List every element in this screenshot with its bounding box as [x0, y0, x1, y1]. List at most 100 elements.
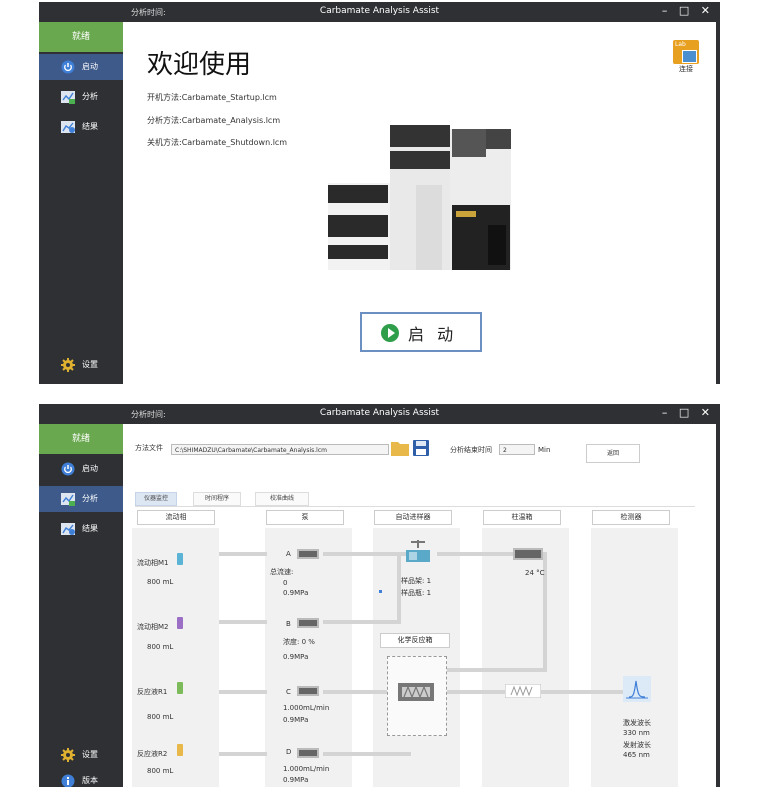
page-title: 欢迎使用	[147, 50, 252, 80]
startup-method: 开机方法:Carbamate_Startup.lcm	[147, 93, 277, 102]
start-button[interactable]: 启 动	[360, 312, 482, 352]
startup-window: 分析时间: Carbamate Analysis Assist – □ ✕ 就绪…	[39, 2, 720, 384]
sidebar-item-label: 启动	[82, 62, 98, 71]
pump-id: A	[286, 550, 291, 558]
column-header-column-oven: 柱温箱	[483, 510, 561, 525]
sidebar-item-settings[interactable]: 设置	[39, 742, 123, 768]
sidebar-item-results[interactable]: 结果	[39, 516, 123, 542]
pipe	[437, 552, 517, 556]
sidebar-item-results[interactable]: 结果	[39, 114, 123, 140]
analysis-time-label: 分析时间:	[131, 8, 166, 17]
tab-monitor[interactable]: 仪器监控	[135, 492, 177, 506]
gear-icon	[61, 358, 75, 372]
mobile-phase-volume: 800 mL	[147, 643, 174, 651]
sidebar-item-label: 设置	[82, 360, 98, 369]
pump-panel	[265, 528, 352, 787]
connect-button[interactable]: Lab 连接	[666, 40, 706, 74]
window-controls[interactable]: – □ ✕	[661, 406, 714, 419]
sidebar-item-analysis[interactable]: 分析	[39, 486, 123, 512]
power-icon	[61, 462, 75, 476]
sidebar-item-label: 结果	[82, 524, 98, 533]
sidebar-item-start[interactable]: 启动	[39, 54, 123, 80]
sample-rack: 样品架: 1	[401, 577, 432, 585]
sidebar-item-analysis[interactable]: 分析	[39, 84, 123, 110]
pump-info: 0	[283, 579, 288, 587]
chart-icon	[61, 91, 75, 104]
lab-badge: Lab	[675, 41, 686, 48]
reactor-label: 化学反应箱	[380, 633, 450, 648]
pump-info: 0.9MPa	[283, 653, 309, 661]
analysis-time-label: 分析时间:	[131, 410, 166, 419]
autosampler-icon	[406, 540, 430, 562]
return-button[interactable]: 返回	[586, 444, 640, 463]
method-file-input[interactable]: C:\SHIMADZU\Carbamate\Carbamate_Analysis…	[171, 444, 389, 455]
pump-icon	[297, 618, 319, 628]
chart-icon	[61, 493, 75, 506]
pump-icon	[297, 686, 319, 696]
excitation-label: 激发波长	[623, 719, 651, 727]
pump-info: 浓度: 0 %	[283, 638, 315, 646]
window-title: Carbamate Analysis Assist	[319, 6, 440, 16]
pipe	[397, 552, 401, 624]
pump-id: D	[286, 748, 292, 756]
sidebar-item-label: 启动	[82, 464, 98, 473]
start-panel: 欢迎使用 开机方法:Carbamate_Startup.lcm 分析方法:Car…	[123, 22, 716, 384]
title-bar: 分析时间: Carbamate Analysis Assist – □ ✕	[39, 404, 720, 424]
connect-label: 连接	[679, 65, 693, 73]
window-controls[interactable]: – □ ✕	[661, 4, 714, 17]
analysis-method: 分析方法:Carbamate_Analysis.lcm	[147, 116, 281, 125]
pipe	[323, 552, 415, 556]
status-dot	[379, 590, 382, 593]
pump-info: 0.9MPa	[283, 589, 309, 597]
pump-info: 0.9MPa	[283, 716, 309, 724]
sidebar-item-version[interactable]: 版本	[39, 768, 123, 787]
folder-icon[interactable]	[391, 440, 409, 456]
column-icon	[513, 548, 543, 560]
pipe	[219, 552, 267, 556]
pipe	[219, 690, 267, 694]
emission-value: 465 nm	[623, 751, 650, 759]
sample-vial: 样品瓶: 1	[401, 589, 432, 597]
column-header-mobile-phase: 流动相	[137, 510, 215, 525]
emission-label: 发射波长	[623, 741, 651, 749]
column-header-detector: 检测器	[592, 510, 670, 525]
oven-temperature: 24 °C	[525, 569, 545, 577]
mobile-phase-name: 流动相M2	[137, 623, 169, 631]
bottle-icon	[177, 617, 183, 629]
save-icon[interactable]	[413, 440, 429, 456]
power-icon	[61, 60, 75, 74]
shutdown-method: 关机方法:Carbamate_Shutdown.lcm	[147, 138, 288, 147]
sidebar-item-label: 分析	[82, 494, 98, 503]
return-button-label: 返回	[606, 450, 619, 457]
tab-time-program[interactable]: 时间程序	[193, 492, 241, 506]
mobile-phase-volume: 800 mL	[147, 767, 174, 775]
pump-icon	[297, 549, 319, 559]
pipe	[323, 620, 401, 624]
end-time-input[interactable]: 2	[499, 444, 535, 455]
pump-info: 1.000mL/min	[283, 704, 330, 712]
mobile-phase-name: 流动相M1	[137, 559, 169, 567]
tab-calibration[interactable]: 校准曲线	[255, 492, 309, 506]
mobile-phase-name: 反应液R2	[137, 750, 168, 758]
status-badge: 就绪	[39, 22, 123, 52]
start-button-label: 启 动	[408, 325, 458, 344]
sidebar-item-label: 分析	[82, 92, 98, 101]
title-bar: 分析时间: Carbamate Analysis Assist – □ ✕	[39, 2, 720, 22]
mobile-phase-volume: 800 mL	[147, 713, 174, 721]
end-time-unit: Min	[538, 446, 551, 454]
result-icon	[61, 523, 75, 535]
column-oven-panel	[482, 528, 569, 787]
pump-info: 0.9MPa	[283, 776, 309, 784]
play-icon	[381, 324, 399, 342]
bottle-icon	[177, 682, 183, 694]
result-icon	[61, 121, 75, 133]
pipe	[219, 620, 267, 624]
mobile-phase-name: 反应液R1	[137, 688, 168, 696]
sidebar-item-settings[interactable]: 设置	[39, 352, 123, 378]
pipe	[543, 552, 547, 672]
sidebar-item-start[interactable]: 启动	[39, 456, 123, 482]
reactor-box	[387, 656, 447, 736]
status-badge: 就绪	[39, 424, 123, 454]
window-title: Carbamate Analysis Assist	[319, 408, 440, 418]
post-column-coil-icon	[505, 684, 541, 698]
